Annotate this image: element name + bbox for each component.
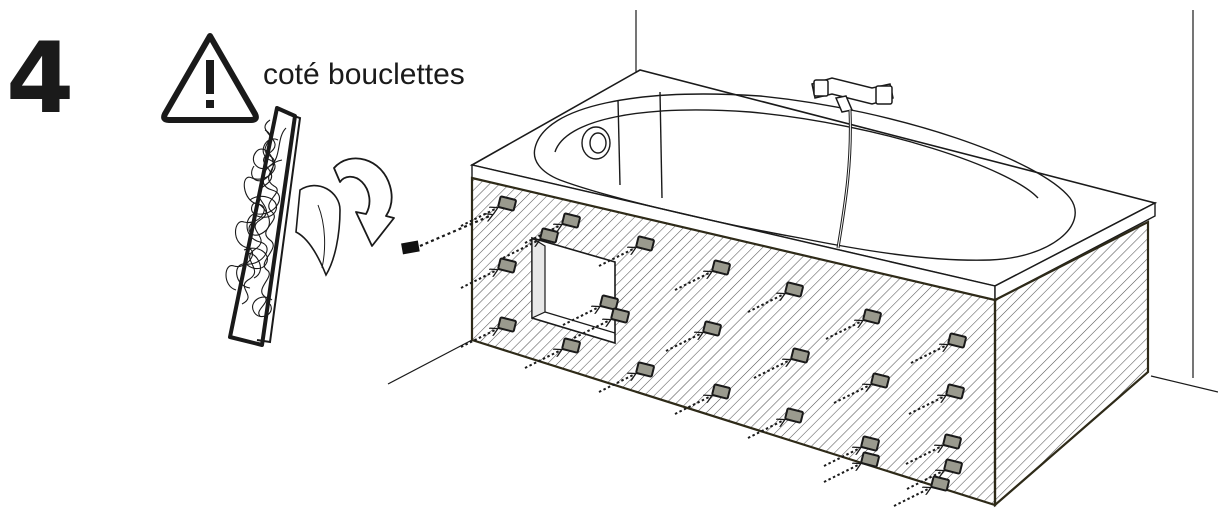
fastener-pad (635, 361, 655, 378)
fastener-pad (860, 435, 880, 452)
fastener-arrow (598, 374, 635, 393)
fastener-pad (635, 235, 655, 252)
fastener-pad (599, 294, 619, 311)
fastener-pad (561, 212, 581, 229)
access-hatch (531, 236, 616, 345)
warning-triangle-icon (161, 33, 259, 123)
fastener-pad (930, 475, 950, 492)
fastener-pad (711, 259, 731, 276)
fastener-pad (942, 433, 962, 450)
fastener-pad (784, 407, 804, 424)
bathtub-rim (469, 69, 1158, 302)
warning-label: coté bouclettes (263, 58, 465, 91)
bathtub-basin (533, 91, 1076, 261)
fastener-arrow (524, 350, 561, 369)
fastener-arrow (674, 396, 711, 415)
fastener-pad (497, 257, 517, 274)
fastener-pad (711, 383, 731, 400)
fastener-pad (945, 383, 965, 400)
fastener-pad (561, 337, 581, 354)
fastener-pad (497, 316, 517, 333)
fastener-group (460, 195, 967, 507)
fastener-arrow (825, 321, 862, 340)
fastener-arrow (502, 240, 539, 259)
fastener-pad (870, 372, 890, 389)
curved-rotate-arrow (333, 157, 395, 247)
fastener-arrow (833, 385, 870, 404)
fastener-arrow (753, 360, 790, 379)
room-lines-icon (387, 10, 1218, 393)
fastener-pad (702, 320, 722, 337)
fastener-pad (947, 332, 967, 349)
fastener-pad (790, 347, 810, 364)
fastener-arrow (573, 320, 610, 339)
step-number: 4 (6, 22, 75, 136)
fastener-arrow (747, 420, 784, 439)
fastener-arrow (910, 345, 947, 364)
loose-fastener-arrow (419, 215, 492, 248)
velcro-loop-pad (225, 106, 341, 347)
fastener-arrow (665, 333, 702, 352)
fastener-arrow (905, 446, 942, 465)
fastener-pad (784, 281, 804, 298)
fastener-arrow (906, 471, 943, 490)
fastener-arrow (460, 208, 497, 227)
fastener-pad (862, 308, 882, 325)
fastener-arrow (460, 270, 497, 289)
fastener-arrow (823, 464, 860, 483)
fastener-pad (497, 195, 517, 212)
loose-fastener (401, 240, 420, 255)
fastener-arrow (823, 448, 860, 467)
fastener-arrow (598, 248, 635, 267)
fastener-pad (539, 227, 559, 244)
fastener-arrow (674, 272, 711, 291)
fastener-pad (943, 458, 963, 475)
fastener-arrow (460, 329, 497, 348)
fastener-pad (610, 307, 630, 324)
fastener-arrow (747, 294, 784, 313)
fastener-arrow (562, 307, 599, 326)
faucet-icon (811, 77, 894, 249)
fastener-pad (860, 451, 880, 468)
fastener-arrow (893, 488, 930, 507)
fastener-arrow (908, 396, 945, 415)
